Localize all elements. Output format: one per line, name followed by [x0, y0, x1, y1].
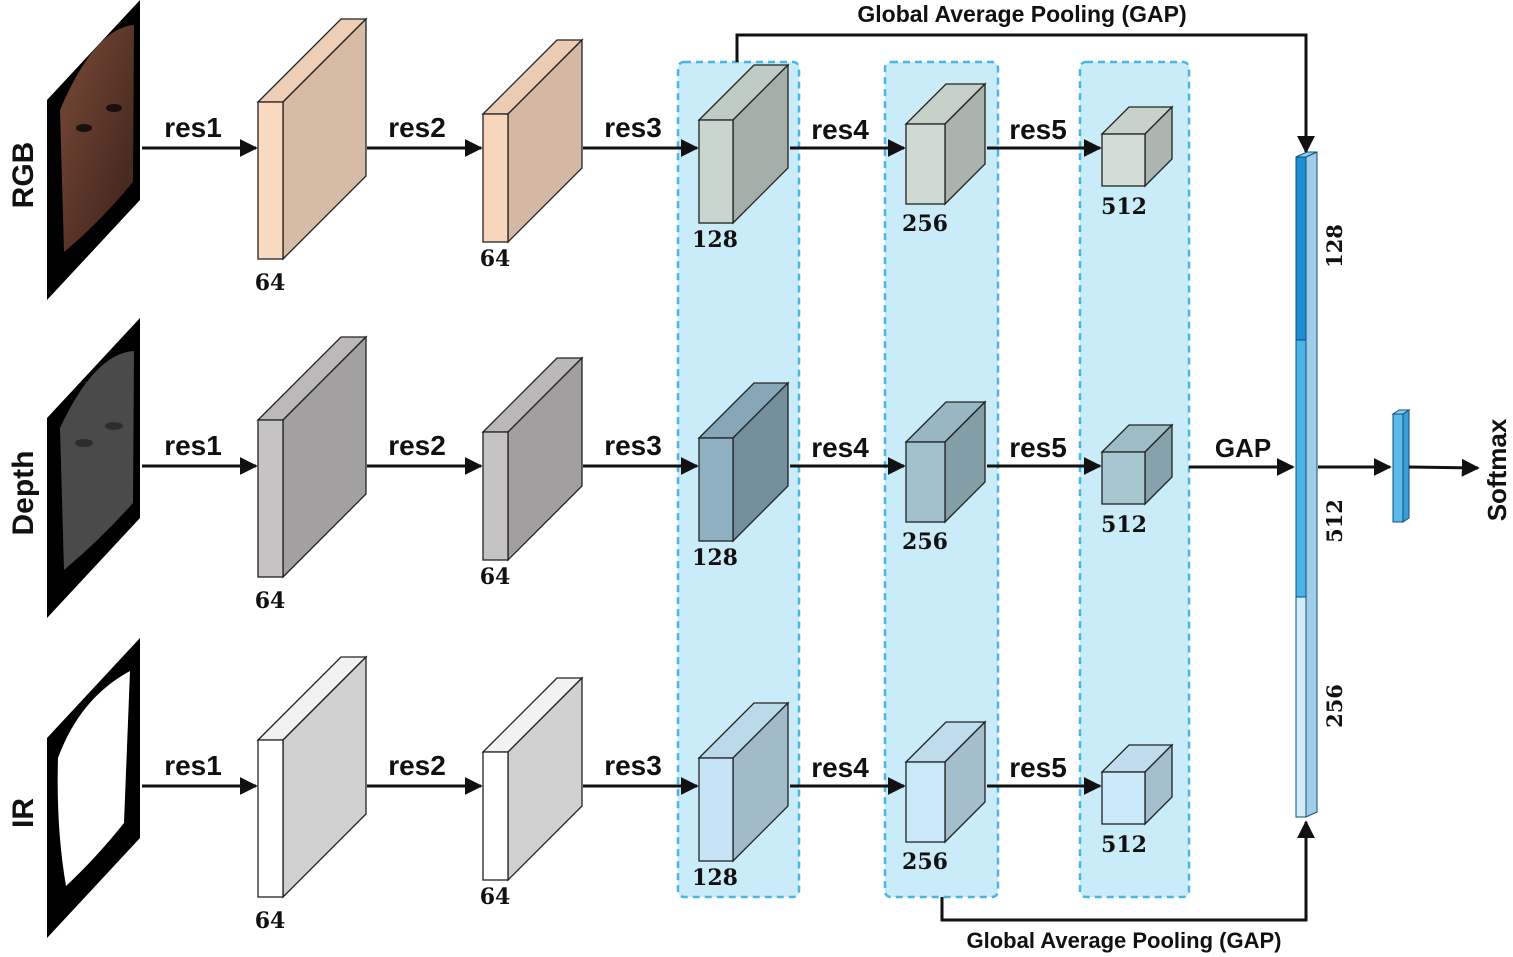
stage-label-res4-rgb: res4 [811, 114, 869, 145]
stage-label-res2-rgb: res2 [388, 112, 446, 143]
row-ir: IR res1 res2 res3 res4 res5 64 64 128 256 512 [7, 638, 1174, 938]
channel-label-1-ir: 64 [255, 908, 286, 934]
concat-feature-bar: 128 512 256 [1295, 151, 1347, 818]
feature-block-1-rgb-front-face [257, 101, 284, 260]
channel-label-1-rgb: 64 [255, 270, 286, 296]
stage-label-res5-depth: res5 [1009, 432, 1067, 463]
feature-block-1-depth-front-face [257, 419, 284, 578]
feature-block-5-depth-front-face [1101, 451, 1146, 505]
stage-label-res4-depth: res4 [811, 432, 869, 463]
channel-label-5-ir: 512 [1101, 832, 1147, 858]
gap-top-label: Global Average Pooling (GAP) [857, 1, 1186, 27]
channel-label-2-ir: 64 [480, 884, 511, 910]
channel-label-3-ir: 128 [692, 865, 738, 891]
feature-block-5-rgb-front-face [1101, 133, 1146, 187]
feature-block-5-depth [1100, 423, 1174, 506]
channel-label-5-rgb: 512 [1101, 194, 1147, 220]
channel-label-4-ir: 256 [902, 849, 948, 875]
stage-label-res1-ir: res1 [164, 750, 222, 781]
feature-block-3-depth-front-face [698, 437, 734, 542]
channel-label-3-depth: 128 [692, 545, 738, 571]
modality-label-depth: Depth [7, 451, 40, 536]
stage-label-res3-depth: res3 [604, 430, 662, 461]
stage-label-res5-ir: res5 [1009, 752, 1067, 783]
fc-block-side-face [1402, 409, 1410, 523]
feature-block-2-ir-front-face [482, 751, 509, 881]
channel-label-2-rgb: 64 [480, 246, 511, 272]
stage-label-res3-rgb: res3 [604, 112, 662, 143]
gap-bottom-connector: Global Average Pooling (GAP) [940, 820, 1315, 953]
depth-face-image [47, 318, 140, 618]
concat-segment-512 [1295, 339, 1307, 598]
channel-label-4-depth: 256 [902, 529, 948, 555]
gap-middle-connector: GAP [1189, 433, 1295, 476]
feature-block-4-ir-front-face [905, 761, 946, 843]
rgb-face-image [47, 0, 140, 300]
feature-block-4-depth-front-face [905, 441, 946, 523]
feature-block-1-ir [256, 655, 368, 899]
feature-block-3-depth [697, 381, 790, 543]
feature-block-2-rgb-front-face [482, 113, 509, 243]
feature-block-3-rgb [697, 63, 790, 225]
row-depth: Depth res1 res2 res3 res4 res5 64 64 128 256 512 [7, 318, 1174, 618]
feature-block-4-rgb-front-face [905, 123, 946, 205]
feature-block-4-ir [904, 720, 987, 844]
concat-segment-label-128: 128 [1322, 224, 1347, 268]
concat-segment-label-512: 512 [1322, 499, 1347, 543]
stage-label-res5-rgb: res5 [1009, 114, 1067, 145]
channel-label-2-depth: 64 [480, 564, 511, 590]
channel-label-4-rgb: 256 [902, 211, 948, 237]
feature-block-4-rgb [904, 82, 987, 206]
feature-block-2-depth-front-face [482, 431, 509, 561]
feature-block-1-ir-front-face [257, 739, 284, 898]
classifier-head: Softmax [1318, 409, 1512, 523]
feature-block-3-ir-front-face [698, 757, 734, 862]
concat-segment-256 [1295, 596, 1307, 818]
feature-block-2-rgb [481, 38, 584, 244]
stage-label-res4-ir: res4 [811, 752, 869, 783]
channel-label-3-rgb: 128 [692, 227, 738, 253]
stage-label-res3-ir: res3 [604, 750, 662, 781]
concat-bar-side-face [1305, 151, 1318, 818]
feature-block-5-ir-front-face [1101, 771, 1146, 825]
modality-label-ir: IR [7, 798, 40, 828]
ir-face-image [47, 638, 140, 938]
gap-middle-label: GAP [1215, 433, 1271, 463]
feature-block-4-depth [904, 400, 987, 524]
feature-block-5-ir [1100, 743, 1174, 826]
feature-block-1-rgb [256, 17, 368, 261]
modality-label-rgb: RGB [7, 142, 40, 209]
fc-block [1392, 413, 1404, 523]
stage-label-res2-ir: res2 [388, 750, 446, 781]
concat-segment-128 [1295, 156, 1307, 341]
gap-top-connector: Global Average Pooling (GAP) [735, 1, 1315, 154]
stage-label-res1-depth: res1 [164, 430, 222, 461]
softmax-label: Softmax [1482, 418, 1512, 521]
feature-block-3-rgb-front-face [698, 119, 734, 224]
feature-block-3-ir [697, 701, 790, 863]
stage-label-res1-rgb: res1 [164, 112, 222, 143]
channel-label-1-depth: 64 [255, 588, 286, 614]
concat-segment-label-256: 256 [1322, 684, 1347, 728]
gap-bottom-label: Global Average Pooling (GAP) [967, 928, 1282, 953]
row-rgb: RGB res1 res2 res3 res4 res5 64 64 128 256 512 [7, 0, 1174, 300]
channel-label-5-depth: 512 [1101, 512, 1147, 538]
feature-block-2-depth [481, 356, 584, 562]
stage-label-res2-depth: res2 [388, 430, 446, 461]
feature-block-5-rgb [1100, 105, 1174, 188]
feature-block-1-depth [256, 335, 368, 579]
feature-block-2-ir [481, 676, 584, 882]
